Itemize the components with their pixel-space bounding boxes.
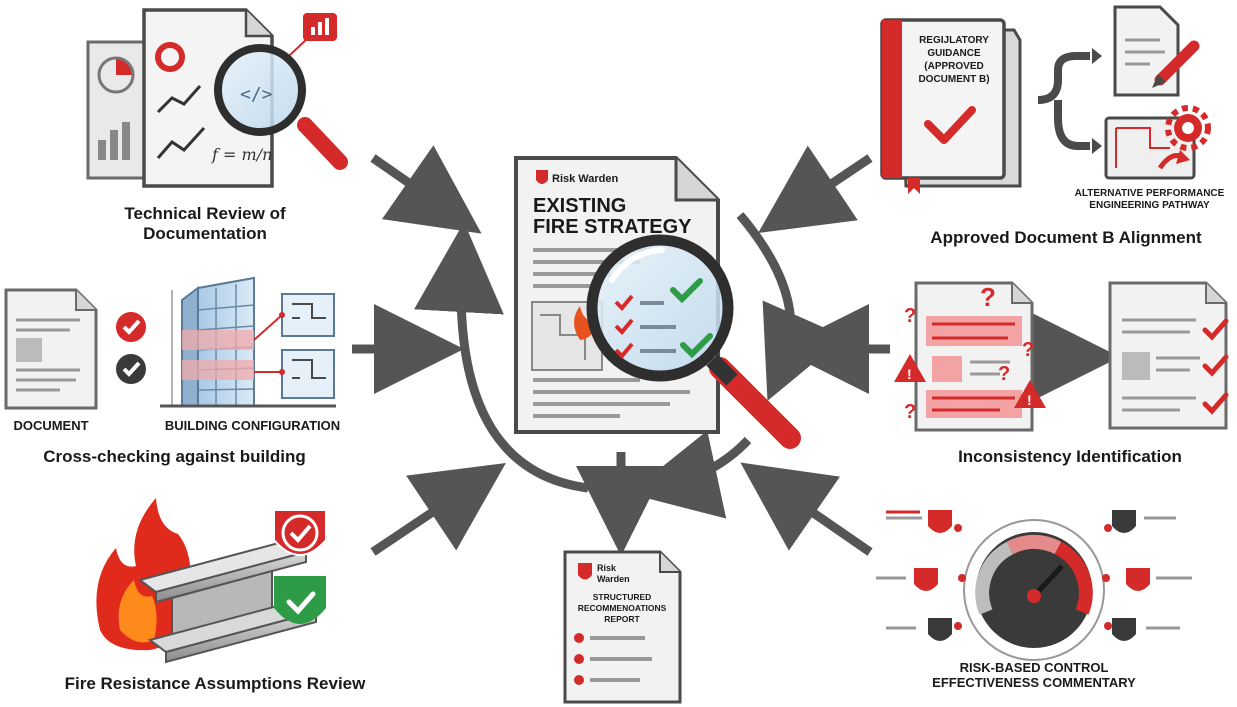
center-brand: Risk Warden: [552, 173, 619, 185]
shield-icon: [928, 510, 952, 533]
risk-control-illustration: [876, 510, 1192, 661]
question-icon: ?: [904, 401, 916, 423]
shield-icon: [274, 576, 326, 624]
report-brand-line1: Risk: [597, 563, 617, 573]
shield-icon: [1126, 568, 1150, 591]
question-icon: ?: [904, 305, 916, 327]
book-line4: DOCUMENT B): [918, 74, 989, 85]
formula: f = m/n: [211, 145, 272, 164]
question-icon: ?: [980, 282, 996, 312]
question-icon: ?: [1022, 339, 1034, 361]
arrow-loop-bottom: [628, 430, 752, 519]
report-title-line2: RECOMMENOATIONS: [578, 603, 667, 613]
technical-review-title-line1: Technical Review of: [124, 204, 286, 223]
check-icon: [1202, 392, 1229, 415]
arrow-technical-to-center: [370, 145, 482, 234]
building-configuration-label: BUILDING CONFIGURATION: [164, 418, 341, 433]
inconsistency-illustration: ? ? ? ? ? ! !: [894, 281, 1229, 432]
shield-icon: [914, 568, 938, 591]
arrow-loop-right: [736, 212, 845, 401]
risk-control-title-line1: RISK-BASED CONTROL: [959, 660, 1109, 675]
technical-review-illustration: f = m/n </>: [86, 8, 348, 188]
pie-chart-icon: [116, 58, 133, 75]
fire-resistance-illustration: [96, 498, 327, 664]
question-icon: ?: [998, 363, 1010, 385]
flow-arrows: [352, 145, 1120, 556]
center-title-line2: FIRE STRATEGY: [533, 216, 692, 238]
cross-checking-title: Cross-checking against building: [43, 447, 306, 466]
brand-shield-icon: [536, 170, 548, 184]
arrow-loop-left: [414, 222, 589, 493]
book-line3: (APPROVED: [924, 61, 983, 72]
arrow-fire-to-center: [370, 462, 506, 556]
inconsistency-title: Inconsistency Identification: [958, 447, 1182, 466]
branch-bracket: [1037, 52, 1090, 150]
check-icon: [1202, 318, 1229, 341]
brand-shield-icon: [578, 563, 592, 580]
approved-doc-b-title: Approved Document B Alignment: [930, 228, 1202, 247]
floorplan-icon: [253, 293, 335, 399]
warning-icon: [1014, 380, 1046, 408]
shield-icon: [928, 618, 952, 641]
shield-icon: [273, 509, 327, 556]
bar-chart-icon: [98, 122, 130, 160]
technical-review-title-line2: Documentation: [143, 224, 267, 244]
pencil-icon: [1152, 40, 1200, 88]
svg-text:!: !: [1027, 392, 1032, 408]
document-label: DOCUMENT: [13, 418, 89, 433]
book-line2: GUIDANCE: [927, 48, 981, 59]
steel-beam-icon: [137, 538, 319, 664]
structured-report-document: Risk Warden STRUCTURED RECOMMENOATIONS R…: [563, 550, 682, 704]
check-icon: [670, 278, 703, 304]
flame-icon: [574, 306, 593, 340]
alt-pathway-line1: ALTERNATIVE PERFORMANCE: [1074, 188, 1225, 199]
check-icon: [1202, 354, 1229, 377]
book-line1: REGIJLATORY: [919, 35, 989, 46]
risk-control-title-line2: EFFECTIVENESS COMMENTARY: [932, 675, 1136, 691]
technical-review-title: Technical Review of Documentation: [105, 204, 305, 244]
svg-text:!: !: [907, 366, 912, 382]
report-bullets: [574, 633, 652, 685]
check-icon: [680, 333, 713, 359]
arrow-risk-to-center: [740, 462, 873, 556]
shield-icon: [1112, 618, 1136, 641]
cross-check-illustration: [4, 276, 336, 410]
fire-resistance-title: Fire Resistance Assumptions Review: [64, 674, 366, 693]
magnifier-icon: [586, 234, 801, 449]
magnifier-icon: </>: [214, 44, 348, 170]
gear-icon: [1165, 105, 1211, 151]
report-title-line3: REPORT: [604, 614, 640, 624]
regulatory-illustration: REGIJLATORY GUIDANCE (APPROVED DOCUMENT …: [880, 5, 1211, 194]
building-icon: [160, 276, 336, 408]
alt-pathway-line2: ENGINEERING PATHWAY: [1089, 199, 1210, 211]
report-brand-line2: Warden: [597, 574, 630, 584]
warning-icon: [894, 354, 926, 382]
code-icon: </>: [240, 84, 273, 105]
alt-pathway-label: ALTERNATIVE PERFORMANCE ENGINEERING PATH…: [1062, 188, 1237, 212]
report-title-line1: STRUCTURED: [593, 592, 652, 602]
center-title-line1: EXISTING: [533, 195, 626, 217]
risk-control-title: RISK-BASED CONTROL EFFECTIVENESS COMMENT…: [924, 660, 1144, 691]
arrow-regulatory-to-center: [758, 145, 873, 234]
check-icon: [924, 106, 976, 144]
shield-icon: [1112, 510, 1136, 533]
center-fire-strategy-document: Risk Warden EXISTING FIRE STRATEGY: [514, 156, 801, 449]
gauge-icon: [975, 532, 1093, 648]
